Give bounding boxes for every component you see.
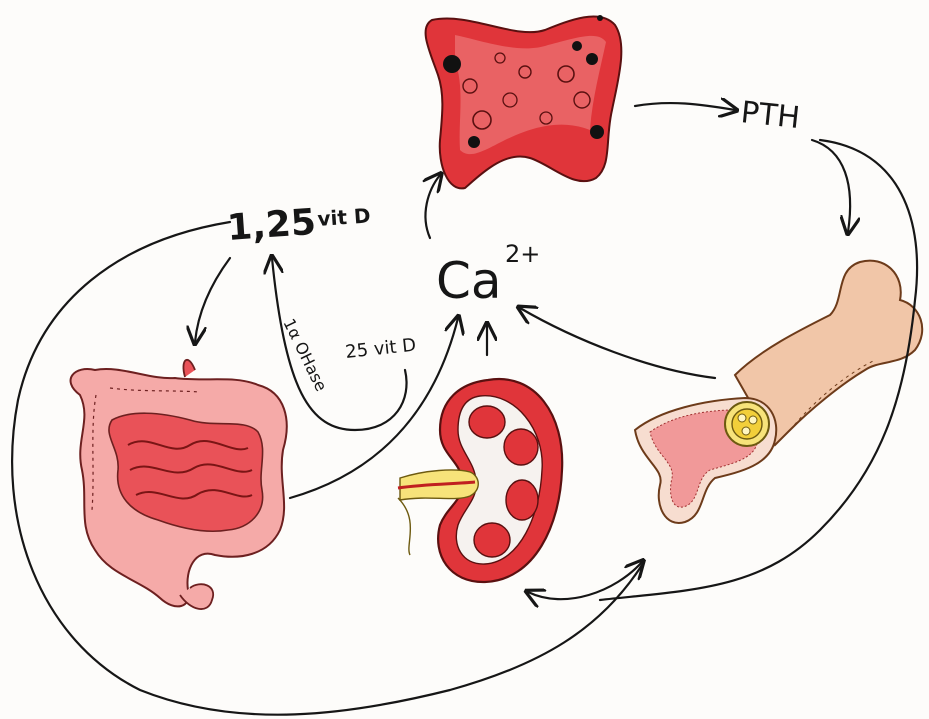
calcium-label: Ca bbox=[436, 252, 502, 310]
bone-illustration bbox=[635, 261, 922, 523]
arrow-vitd-to-intestine bbox=[195, 258, 230, 342]
vitd-25-label: 25 vit D bbox=[344, 335, 417, 363]
kidney-illustration bbox=[398, 379, 562, 582]
arrow-gland-to-pth bbox=[635, 103, 735, 110]
arrow-pth-to-bone bbox=[812, 140, 850, 232]
arrow-bone-to-ca bbox=[520, 308, 715, 378]
parathyroid-gland-illustration bbox=[426, 15, 622, 188]
arrow-kidney-bone-bidirectional bbox=[528, 562, 642, 599]
pth-label: PTH bbox=[739, 95, 801, 136]
arrow-ca-to-gland bbox=[425, 175, 440, 238]
vitd-125-number: 1,25 bbox=[226, 202, 317, 249]
intestine-illustration bbox=[71, 360, 287, 609]
calcium-charge-label: 2+ bbox=[505, 240, 540, 268]
vitd-125-unit: vit D bbox=[317, 203, 372, 231]
